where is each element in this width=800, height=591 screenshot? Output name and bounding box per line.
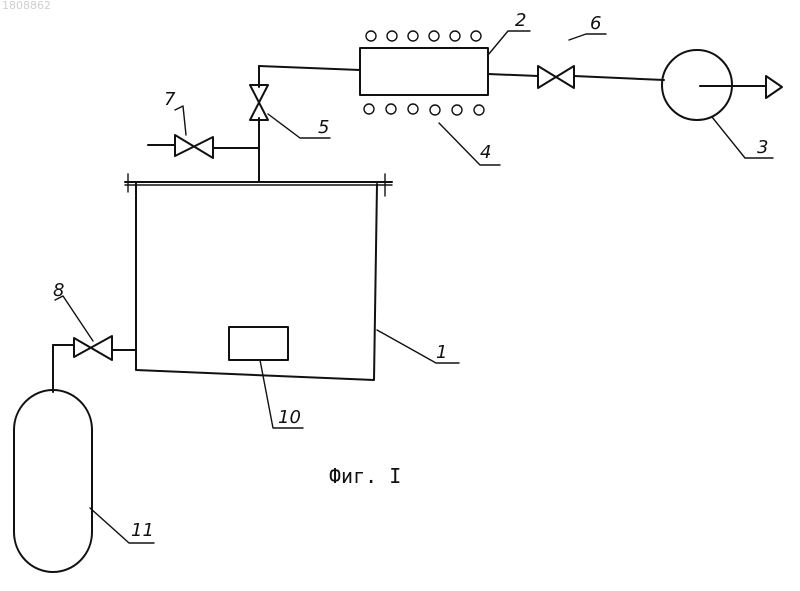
label-5: 5 [318,117,329,138]
pipe-vessel-to-reactor [259,66,360,182]
document-number: 1808862 [2,0,51,12]
valve-7 [175,135,213,158]
label-4: 4 [480,142,491,163]
label-1: 1 [436,342,447,363]
label-8: 8 [53,280,64,301]
gas-cylinder-11 [14,390,92,572]
element-10 [229,327,288,360]
label-7: 7 [164,89,176,110]
pipe-cylinder-to-vessel [53,345,136,392]
leader-lines [55,31,773,543]
outlet-arrow [700,76,782,98]
valve-6 [538,66,574,88]
valve-8 [74,336,112,360]
heater-coils-4 [364,31,484,115]
label-3: 3 [757,137,768,158]
label-2: 2 [515,10,526,31]
label-6: 6 [590,13,601,34]
reactor-2 [360,48,488,95]
valve-5 [250,85,268,120]
label-10: 10 [278,407,301,428]
pipe-branch-valve-7 [148,145,259,148]
figure-caption: Фиг. I [329,464,401,488]
vessel-1 [125,174,392,380]
pipe-reactor-to-pump [488,74,664,80]
label-11: 11 [131,520,154,541]
